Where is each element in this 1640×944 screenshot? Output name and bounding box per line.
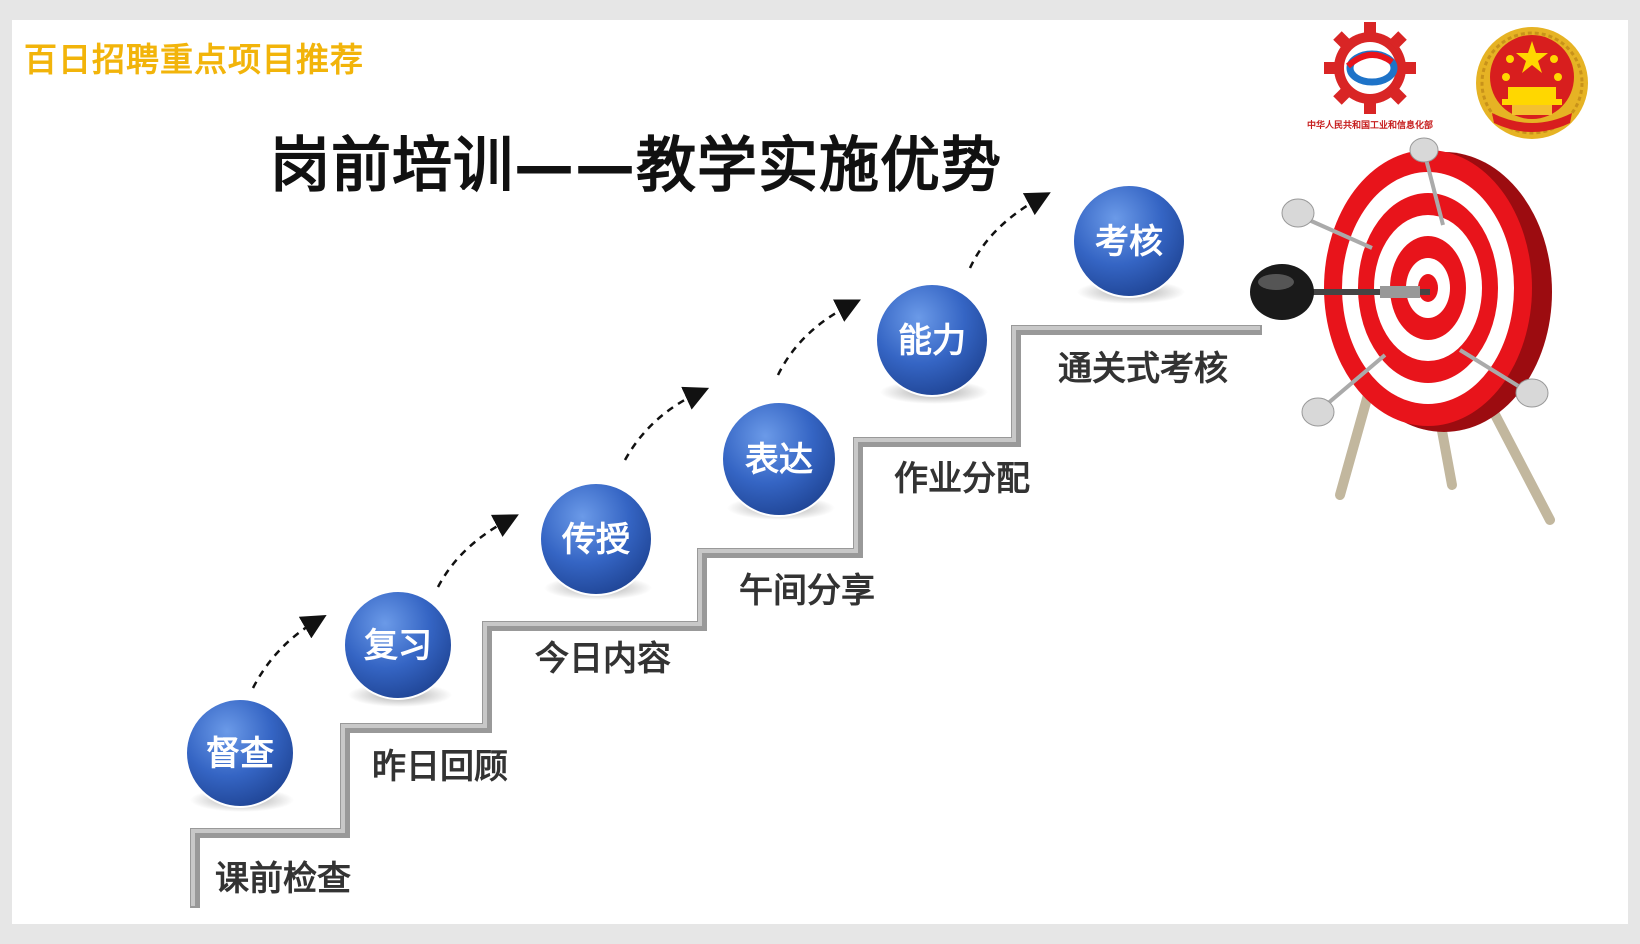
step-label: 今日内容 <box>535 639 671 679</box>
step-label: 通关式考核 <box>1058 349 1228 389</box>
dart-icon <box>1250 264 1430 320</box>
staircase <box>190 325 1262 908</box>
dartboard-target <box>1324 150 1555 525</box>
dashed-arrow <box>251 614 327 689</box>
header-label: 百日招聘重点项目推荐 <box>24 40 364 79</box>
dart-icon <box>1301 353 1387 427</box>
page-title: 岗前培训——教学实施优势 <box>270 131 1002 201</box>
step-label: 昨日回顾 <box>372 747 508 787</box>
step-circle-2: 复习 <box>343 590 453 707</box>
circle-label: 传授 <box>561 520 630 560</box>
step-circle-1: 督查 <box>185 698 295 812</box>
dart-icon <box>1281 198 1373 250</box>
dashed-arrow <box>436 514 519 588</box>
step-label: 午间分享 <box>739 571 875 611</box>
dart-icon <box>1409 137 1445 226</box>
dashed-arrow <box>623 386 710 461</box>
dart-icon <box>1458 348 1549 408</box>
progress-arrows <box>251 192 1051 689</box>
dashed-arrow <box>776 299 861 376</box>
step-circle-5: 能力 <box>875 283 989 404</box>
step-circle-3: 传授 <box>539 482 653 600</box>
national-emblem <box>1476 27 1588 139</box>
dashed-arrow <box>968 192 1051 269</box>
circle-label: 能力 <box>898 321 966 361</box>
circle-label: 表达 <box>745 440 813 480</box>
step-label: 课前检查 <box>215 859 351 899</box>
step-label: 作业分配 <box>894 459 1030 499</box>
miit-gear-logo: 中华人民共和国工业和信息化部 <box>1307 22 1433 131</box>
circle-label: 复习 <box>364 626 432 666</box>
circle-label: 督查 <box>206 734 274 774</box>
ministry-name: 中华人民共和国工业和信息化部 <box>1307 119 1433 131</box>
step-circle-4: 表达 <box>721 401 837 520</box>
step-circle-6: 考核 <box>1072 184 1186 304</box>
circle-label: 考核 <box>1095 222 1163 262</box>
